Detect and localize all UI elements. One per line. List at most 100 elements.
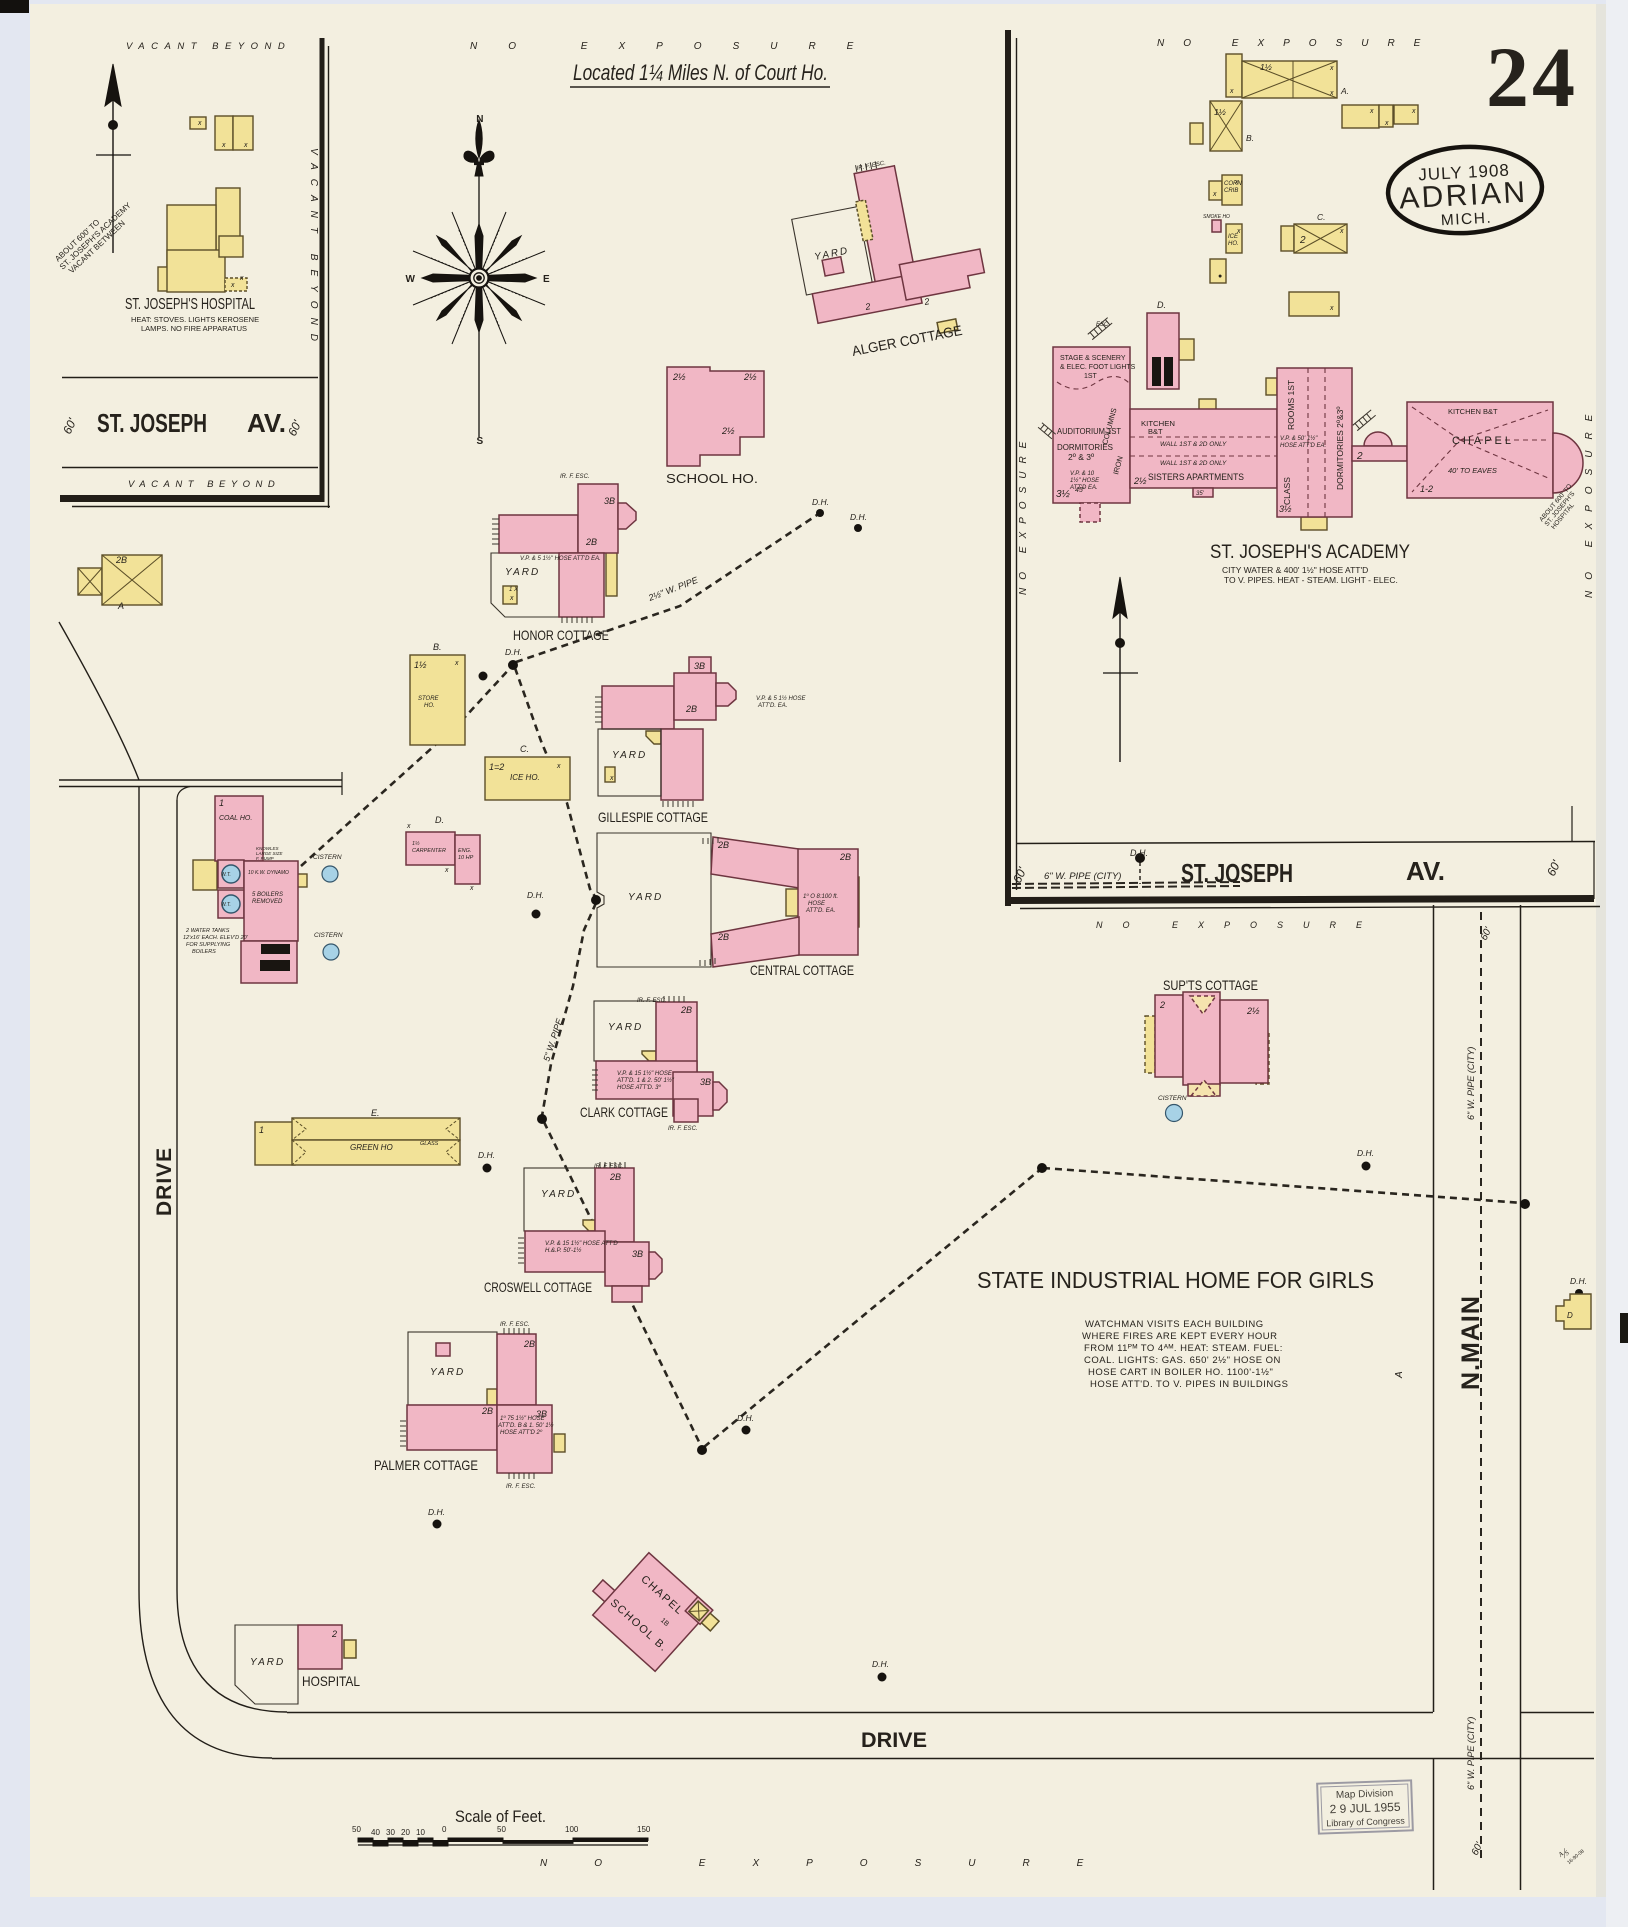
svg-text:D.: D. (1157, 300, 1166, 310)
svg-text:2B: 2B (717, 840, 729, 850)
svg-text:2½: 2½ (721, 426, 735, 436)
svg-text:MICH.: MICH. (1440, 210, 1492, 230)
svg-text:x: x (197, 120, 202, 127)
svg-text:HOSE ATT'D EA.: HOSE ATT'D EA. (1280, 443, 1326, 449)
svg-text:NO EXPOSURE: NO EXPOSURE (1018, 434, 1029, 595)
svg-text:D.H.: D.H. (737, 1413, 754, 1423)
svg-text:2 9 JUL 1955: 2 9 JUL 1955 (1329, 1800, 1401, 1816)
svg-text:HO.: HO. (1228, 241, 1239, 247)
svg-text:YARD: YARD (608, 1022, 643, 1033)
svg-text:V.P. & 15 1½" HOSE: V.P. & 15 1½" HOSE (617, 1070, 673, 1077)
svg-text:2½: 2½ (1246, 1006, 1260, 1016)
svg-text:AV.: AV. (247, 408, 286, 438)
svg-text:2: 2 (331, 1629, 337, 1639)
svg-text:YARD: YARD (541, 1189, 576, 1200)
svg-text:2: 2 (1159, 1000, 1165, 1010)
svg-text:1º 75 1½" HOSE: 1º 75 1½" HOSE (500, 1415, 546, 1422)
svg-text:BOILERS: BOILERS (192, 949, 216, 955)
svg-text:B&T: B&T (1148, 427, 1163, 436)
svg-text:3½: 3½ (1279, 504, 1292, 514)
svg-text:VACANT BEYOND: VACANT BEYOND (128, 479, 280, 490)
svg-text:x: x (454, 660, 459, 667)
svg-text:KNOWLES: KNOWLES (256, 846, 279, 851)
svg-text:40' TO EAVES: 40' TO EAVES (1448, 466, 1497, 475)
svg-text:ICE HO.: ICE HO. (510, 773, 540, 782)
svg-text:1½: 1½ (412, 840, 420, 847)
svg-text:& ELEC. FOOT LIGHTS: & ELEC. FOOT LIGHTS (1060, 364, 1136, 371)
svg-text:ATT'D EA.: ATT'D EA. (1069, 485, 1098, 491)
svg-text:AV.: AV. (1406, 856, 1445, 886)
svg-text:D.H.: D.H. (872, 1659, 889, 1669)
svg-text:YARD: YARD (628, 892, 663, 903)
svg-text:DRIVE: DRIVE (861, 1729, 927, 1752)
svg-text:x: x (1229, 88, 1234, 95)
svg-text:3B: 3B (632, 1249, 643, 1259)
svg-text:YARD: YARD (250, 1657, 285, 1668)
svg-text:IR. F. ESC.: IR. F. ESC. (500, 1322, 530, 1328)
svg-text:AUDITORIUM 1ST: AUDITORIUM 1ST (1057, 426, 1121, 436)
svg-text:1½: 1½ (1214, 107, 1226, 117)
svg-text:CROSWELL COTTAGE: CROSWELL COTTAGE (484, 1279, 592, 1295)
svg-text:Scale of Feet.: Scale of Feet. (455, 1807, 546, 1826)
svg-text:x: x (1384, 120, 1389, 127)
svg-text:LAMPS. NO FIRE APPARATUS: LAMPS. NO FIRE APPARATUS (141, 324, 247, 333)
svg-text:N.MAIN: N.MAIN (1457, 1295, 1485, 1390)
svg-text:KITCHEN B&T: KITCHEN B&T (1448, 407, 1498, 416)
svg-text:x: x (509, 595, 514, 602)
svg-text:10: 10 (416, 1828, 425, 1837)
svg-text:WALL 1ST & 2D ONLY: WALL 1ST & 2D ONLY (1160, 441, 1227, 448)
svg-text:N: N (476, 114, 483, 125)
svg-text:IR. F. ESC.: IR. F. ESC. (560, 474, 590, 480)
svg-text:10 K.W. DYNAMO: 10 K.W. DYNAMO (248, 870, 289, 876)
svg-text:●: ● (1218, 273, 1222, 280)
svg-text:ATT'D. B & 1. 50' 1½: ATT'D. B & 1. 50' 1½ (497, 1422, 554, 1429)
svg-text:3½: 3½ (1056, 489, 1071, 500)
svg-text:x: x (230, 282, 235, 289)
svg-text:IR. F. ESC.: IR. F. ESC. (506, 1484, 536, 1490)
svg-text:CARPENTER: CARPENTER (412, 848, 446, 854)
svg-text:1ST: 1ST (1084, 373, 1098, 380)
svg-text:ST. JOSEPH: ST. JOSEPH (1181, 858, 1293, 888)
svg-text:x: x (239, 275, 244, 282)
svg-text:CISTERN: CISTERN (1158, 1095, 1187, 1102)
svg-text:2: 2 (863, 301, 871, 312)
svg-text:JULY 1908: JULY 1908 (1418, 161, 1510, 185)
svg-text:2B: 2B (609, 1172, 621, 1182)
svg-text:CITY WATER & 400' 1½" HOSE ATT: CITY WATER & 400' 1½" HOSE ATT'D (1222, 565, 1368, 575)
svg-text:D.H.: D.H. (1570, 1276, 1587, 1286)
svg-text:2½: 2½ (1133, 476, 1147, 486)
svg-text:2: 2 (922, 296, 930, 307)
svg-text:WATCHMAN VISITS EACH BUILDING: WATCHMAN VISITS EACH BUILDING (1085, 1319, 1264, 1330)
svg-text:A: A (117, 601, 124, 611)
svg-text:6" W. PIPE (CITY): 6" W. PIPE (CITY) (1044, 871, 1121, 882)
svg-text:V.P. & 50' 1½": V.P. & 50' 1½" (1280, 435, 1318, 442)
svg-text:D.H.: D.H. (428, 1507, 445, 1517)
svg-text:FOR SUPPLYING: FOR SUPPLYING (186, 942, 231, 948)
svg-text:D.H.: D.H. (1130, 848, 1148, 858)
svg-text:2½: 2½ (743, 372, 757, 382)
svg-text:x: x (1329, 90, 1334, 97)
svg-text:FROM 11ᴾᴹ TO 4ᴬᴹ. HEAT: STEAM: FROM 11ᴾᴹ TO 4ᴬᴹ. HEAT: STEAM. FUEL: (1084, 1343, 1283, 1354)
svg-text:12'x16' EACH. ELEV'D 20': 12'x16' EACH. ELEV'D 20' (183, 935, 249, 941)
svg-text:ST. JOSEPH: ST. JOSEPH (97, 408, 207, 438)
svg-text:ATT'D. EA.: ATT'D. EA. (757, 703, 787, 709)
svg-text:D.H.: D.H. (812, 497, 829, 507)
svg-text:ATT'D. 1 & 2. 50' 1½": ATT'D. 1 & 2. 50' 1½" (616, 1077, 675, 1084)
svg-text:60': 60' (1470, 1840, 1486, 1857)
svg-text:35': 35' (1196, 491, 1205, 497)
svg-text:W.T.: W.T. (221, 902, 231, 908)
svg-text:1-2: 1-2 (1420, 484, 1433, 494)
svg-text:HONOR COTTAGE: HONOR COTTAGE (513, 627, 609, 643)
svg-text:50: 50 (497, 1825, 506, 1834)
svg-text:TO V. PIPES. HEAT - STEAM. L: TO V. PIPES. HEAT - STEAM. LIGHT - ELEC. (1224, 575, 1398, 585)
svg-text:40: 40 (371, 1828, 380, 1837)
svg-text:x: x (1212, 191, 1217, 198)
svg-text:x: x (609, 775, 614, 782)
svg-text:CHAPEL: CHAPEL (1452, 435, 1514, 447)
svg-text:CENTRAL COTTAGE: CENTRAL COTTAGE (750, 962, 854, 978)
svg-text:1: 1 (219, 798, 224, 808)
svg-text:HOSE ATT'D. 3º: HOSE ATT'D. 3º (617, 1084, 661, 1091)
svg-text:ICE: ICE (1228, 234, 1239, 240)
svg-text:60': 60' (1544, 858, 1564, 879)
svg-text:D.H.: D.H. (850, 512, 867, 522)
